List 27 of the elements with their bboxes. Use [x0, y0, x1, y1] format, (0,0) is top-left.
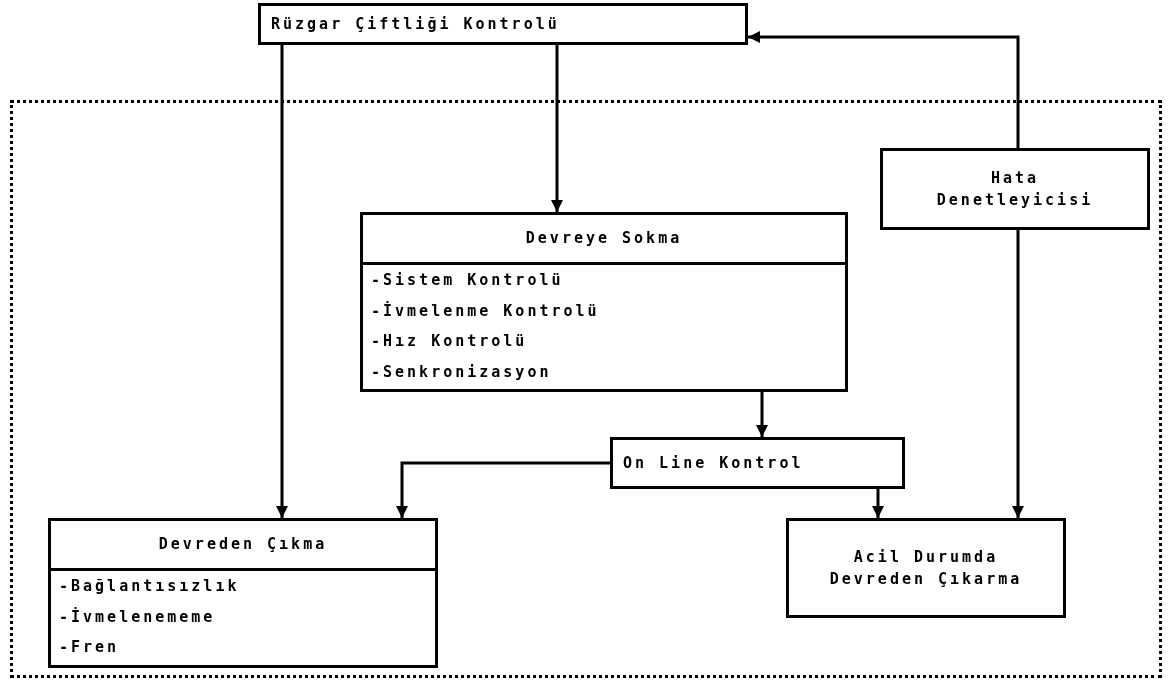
arrow [756, 392, 768, 437]
arrow [551, 45, 563, 212]
box-heading: Devreden Çıkma [158, 534, 328, 556]
arrow [396, 461, 610, 518]
process-box [880, 148, 1150, 230]
arrow [276, 45, 288, 518]
list-item: -Sistem Kontrolü [371, 270, 565, 291]
list-item: -İvmelenme Kontrolü [371, 300, 601, 322]
process-box [610, 437, 905, 489]
arrow [748, 31, 1020, 148]
box-label: Rüzgar Çiftliği Kontrolü [271, 13, 560, 35]
box-label: Acil Durumda Devreden Çıkarma [828, 546, 1024, 590]
box-heading: Devreye Sokma [525, 228, 683, 250]
process-box [258, 3, 748, 45]
arrow [872, 489, 884, 518]
list-item: -Senkronizasyon [371, 361, 553, 383]
box-label: Hata Denetleyicisi [935, 167, 1095, 211]
arrow [1012, 230, 1024, 518]
box-label: On Line Kontrol [623, 452, 804, 474]
list-item: -Bağlantısızlık [59, 576, 241, 597]
dotted-boundary [10, 100, 1162, 678]
list-box [48, 518, 438, 668]
list-item: -Hız Kontrolü [371, 331, 529, 352]
list-box [360, 212, 848, 392]
process-box [786, 518, 1066, 618]
list-item: -İvmelenememe [59, 606, 217, 628]
list-item: -Fren [59, 637, 121, 658]
